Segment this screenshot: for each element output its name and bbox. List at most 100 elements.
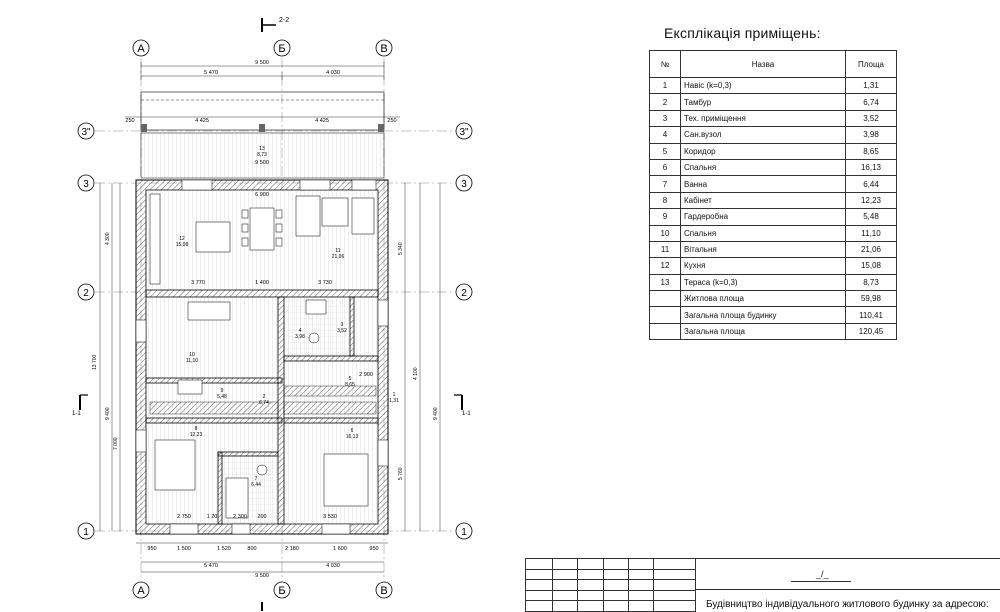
svg-text:1-1: 1-1 — [72, 411, 81, 417]
svg-text:3,98: 3,98 — [295, 334, 305, 340]
svg-text:12,23: 12,23 — [190, 432, 203, 438]
svg-text:2 900: 2 900 — [359, 372, 373, 378]
cell-area: 5,48 — [845, 208, 897, 226]
svg-text:4 300: 4 300 — [105, 232, 111, 245]
cell-empty — [649, 290, 681, 308]
svg-text:9: 9 — [221, 388, 224, 394]
svg-text:3,52: 3,52 — [337, 328, 347, 334]
title-block-cell — [629, 590, 654, 602]
cell-name: Гардеробна — [680, 208, 846, 226]
cell-num: 2 — [649, 93, 681, 111]
cell-num: 9 — [649, 208, 681, 226]
svg-text:6: 6 — [351, 428, 354, 434]
axis-labels-vertical: А Б В А Б В — [132, 39, 393, 599]
title-block-cell — [578, 601, 604, 612]
svg-text:13 700: 13 700 — [92, 354, 98, 370]
windows — [135, 179, 389, 535]
right-dimensions: 5 340 5 760 9 400 4 100 — [398, 183, 441, 531]
svg-text:В: В — [380, 585, 387, 597]
cell-empty — [649, 306, 681, 324]
svg-text:2 180: 2 180 — [285, 546, 299, 552]
svg-text:6 900: 6 900 — [255, 192, 269, 198]
title-block-cell — [526, 590, 553, 602]
project-description: Будівництво індивідуального житлового бу… — [706, 599, 989, 610]
svg-text:А: А — [137, 585, 145, 597]
svg-text:2 750: 2 750 — [177, 514, 191, 520]
header-area: Площа — [845, 50, 897, 78]
cell-name: Сан.вузол — [680, 126, 846, 144]
svg-text:5 470: 5 470 — [204, 563, 218, 569]
title-block-cell — [526, 580, 553, 591]
cell-name: Вітальня — [680, 240, 846, 259]
title-block-info: _/_ Будівництво індивідуального житловог… — [695, 558, 1000, 612]
svg-text:2: 2 — [263, 394, 266, 400]
explication-title: Експлікація приміщень: — [664, 25, 821, 41]
total-name: Загальна площа будинку — [680, 306, 846, 324]
svg-text:4 425: 4 425 — [195, 118, 209, 124]
terrace-canopy: 250 4 425 4 425 250 13 8,73 9 500 — [125, 91, 400, 179]
svg-text:Б: Б — [278, 585, 285, 597]
inner-dimensions: 6 900 3 770 1 400 3 730 2 750 1 20 2 300… — [177, 192, 373, 520]
cell-num: 5 — [649, 142, 681, 160]
section-marker-top: 2-2 — [261, 17, 289, 32]
cell-name: Ванна — [680, 175, 846, 193]
svg-text:7: 7 — [255, 476, 258, 482]
title-block-cell — [553, 601, 578, 612]
cell-area: 12,23 — [845, 191, 897, 210]
cell-num: 7 — [649, 175, 681, 193]
cell-num: 6 — [649, 158, 681, 177]
svg-text:А: А — [137, 43, 145, 55]
drawing-code: _/_ — [816, 569, 829, 579]
cell-num: 10 — [649, 224, 681, 242]
svg-text:12: 12 — [179, 236, 185, 242]
svg-text:16,13: 16,13 — [346, 434, 359, 440]
cell-name: Тераса (k=0,3) — [680, 273, 846, 292]
axis-labels-horizontal: 3" 3" 3 3 2 2 1 1 — [77, 122, 473, 540]
total-area: 110,41 — [845, 306, 897, 324]
cell-num: 8 — [649, 191, 681, 210]
cell-name: Тех. приміщення — [680, 109, 846, 128]
svg-text:3 730: 3 730 — [318, 280, 332, 286]
title-block-cell — [604, 580, 629, 591]
title-block-cell — [604, 559, 629, 570]
svg-text:1: 1 — [461, 527, 467, 538]
svg-text:5,48: 5,48 — [217, 394, 227, 400]
svg-text:6,44: 6,44 — [251, 482, 261, 488]
cell-num: 4 — [649, 126, 681, 144]
title-block-cell — [629, 559, 654, 570]
svg-text:7 000: 7 000 — [113, 437, 119, 450]
header-name: Назва — [680, 50, 846, 78]
title-block-cell — [526, 601, 553, 612]
svg-text:9 500: 9 500 — [255, 573, 269, 579]
svg-text:3": 3" — [459, 127, 469, 138]
title-block-cell — [578, 569, 604, 581]
title-block-cell — [604, 569, 629, 581]
cell-name: Спальня — [680, 224, 846, 242]
svg-text:10: 10 — [189, 352, 195, 358]
drawing-code-line — [791, 581, 851, 582]
svg-text:13: 13 — [259, 146, 265, 152]
cell-area: 3,52 — [845, 109, 897, 128]
cell-num: 1 — [649, 76, 681, 95]
total-area: 59,98 — [845, 290, 897, 308]
svg-text:11: 11 — [335, 248, 340, 254]
cell-num: 11 — [649, 240, 681, 259]
svg-text:15,08: 15,08 — [176, 242, 189, 248]
title-block-cell — [629, 580, 654, 591]
title-block-cell — [629, 569, 654, 581]
svg-text:3 530: 3 530 — [323, 514, 337, 520]
svg-text:2-2: 2-2 — [279, 17, 289, 24]
svg-text:1: 1 — [393, 392, 396, 398]
